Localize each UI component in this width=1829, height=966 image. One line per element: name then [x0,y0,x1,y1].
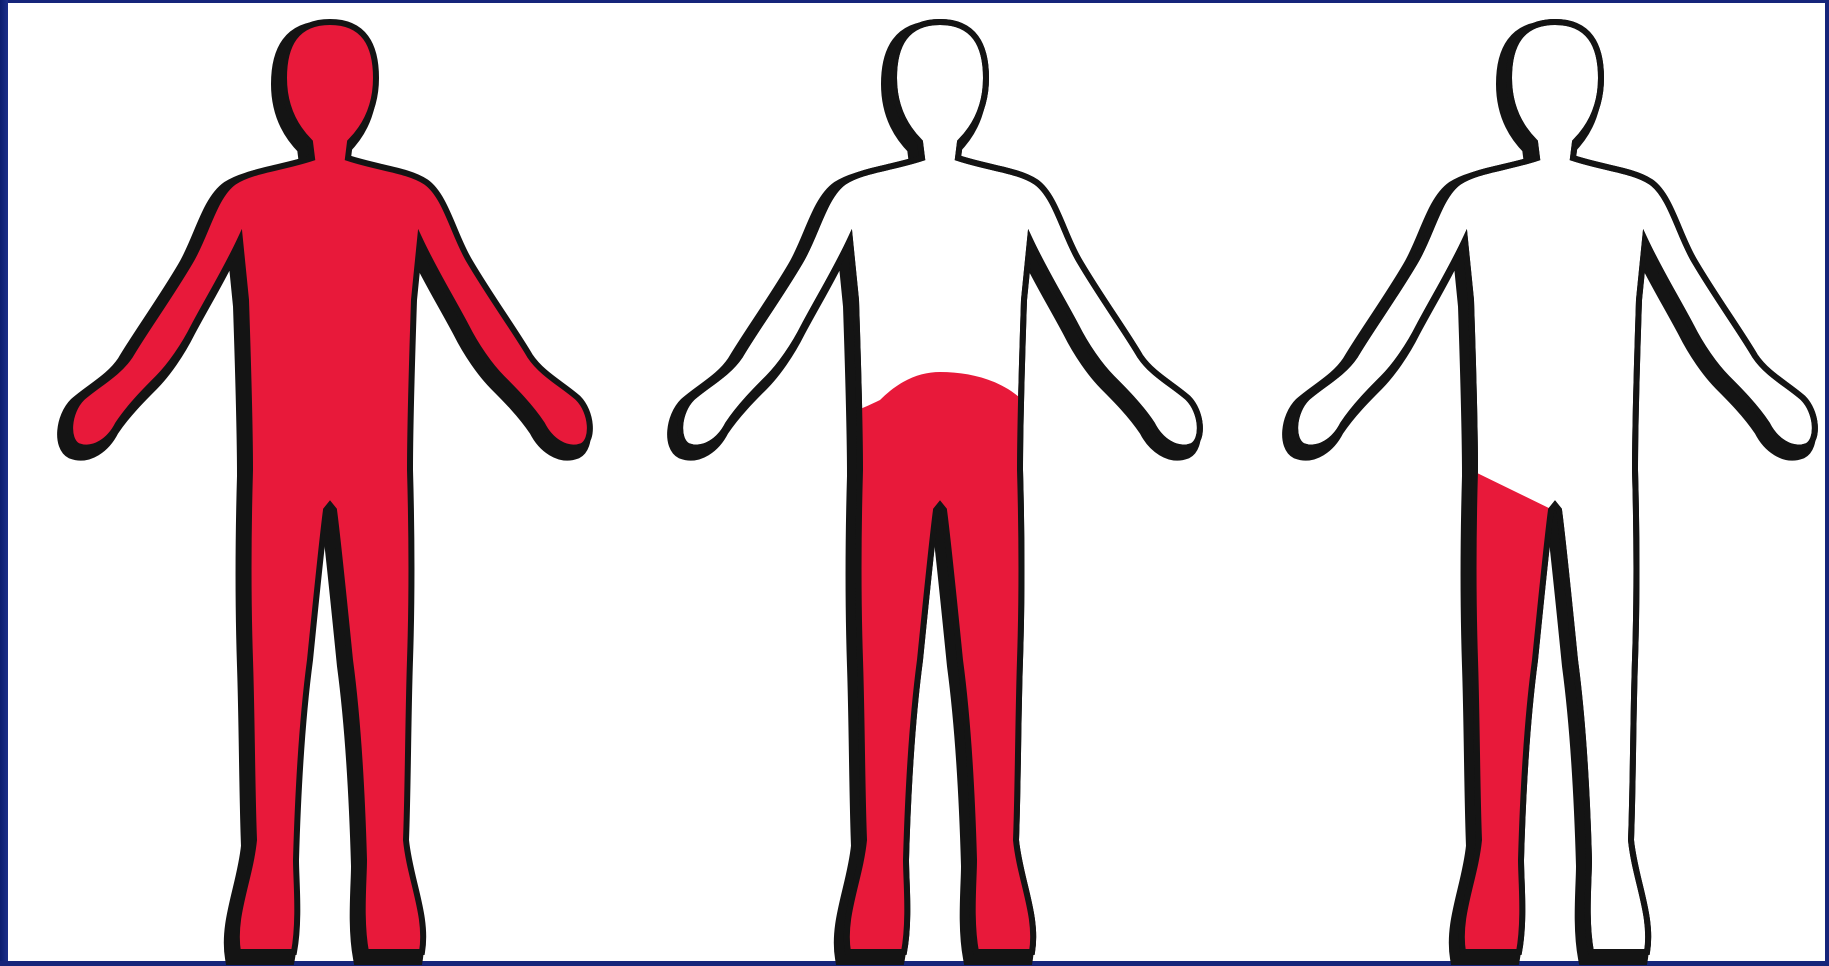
figure-one-leg [1289,22,1815,966]
figure-lower-body [674,22,1200,966]
one-leg-fill [1415,460,1557,966]
figure-full-body [64,22,590,958]
